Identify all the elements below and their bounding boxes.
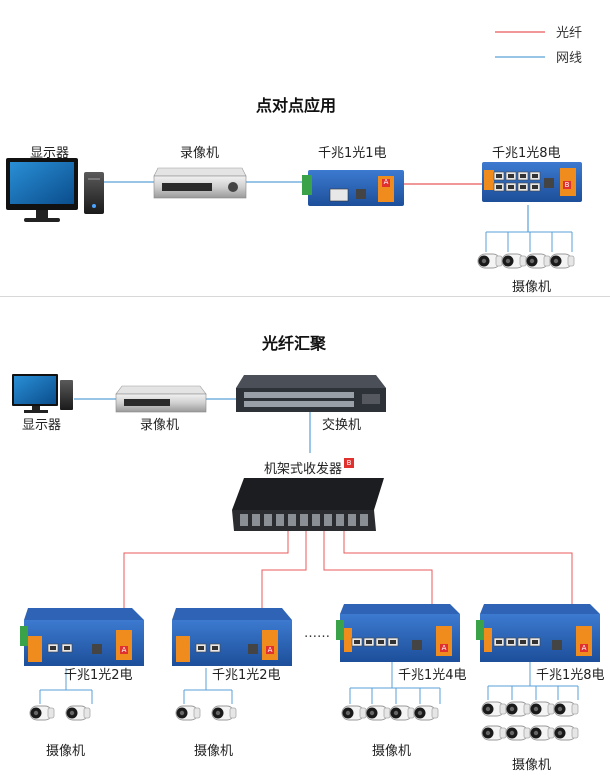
legend-fiber-label: 光纤	[556, 26, 583, 41]
s2-cam-bus-3	[349, 662, 441, 704]
s2-cam-bus-2	[183, 668, 233, 704]
s1-monitor-icon	[6, 158, 104, 222]
s2-unit-1-tag: A	[121, 646, 127, 654]
s1-converter-a-label: 千兆1光1电	[318, 146, 387, 161]
s2-fiber-2	[261, 531, 307, 620]
s2-unit-2-camera-label: 摄像机	[194, 744, 234, 759]
s2-unit-3-tag: A	[441, 644, 447, 652]
s2-unit-2-label: 千兆1光2电	[212, 668, 281, 683]
legend-network-label: 网线	[556, 51, 583, 66]
s2-ellipsis: ……	[304, 626, 330, 641]
s2-switch-icon	[236, 375, 386, 412]
s2-fiber-4	[343, 531, 573, 612]
s1-converter-a-icon	[302, 170, 404, 206]
s2-monitor-label: 显示器	[22, 418, 62, 433]
s2-unit-3-icon	[336, 604, 460, 662]
s2-unit-2-cameras-icon	[175, 705, 237, 721]
s1-cameras-icon	[477, 253, 575, 269]
s1-nvr-icon	[153, 167, 247, 199]
s2-rack-tag: B	[344, 458, 355, 468]
s1-cam-bus	[485, 231, 573, 252]
s1-tag-b: B	[564, 181, 570, 189]
s2-unit-1-label: 千兆1光2电	[64, 668, 133, 683]
s2-nvr-label: 录像机	[140, 418, 180, 433]
s2-unit-3-cameras-icon	[341, 705, 439, 721]
s2-unit-1-icon	[20, 608, 144, 666]
s2-rack-label: 机架式收发器	[264, 462, 343, 477]
s1-nvr-label: 录像机	[180, 146, 220, 161]
s2-cam-bus-1	[39, 668, 93, 704]
s2-rack-transceiver-icon	[232, 478, 384, 531]
s2-unit-4-camera-label: 摄像机	[512, 758, 552, 773]
s2-unit-4-cameras-icon	[481, 701, 579, 741]
s1-switch-b-label: 千兆1光8电	[492, 146, 561, 161]
s1-camera-label: 摄像机	[512, 280, 552, 295]
s2-unit-4-tag: A	[581, 644, 587, 652]
s2-fiber-1	[123, 531, 289, 620]
s2-monitor-icon	[12, 374, 73, 413]
s1-tag-a: A	[383, 178, 389, 186]
s2-unit-2-tag: A	[266, 646, 274, 654]
s2-unit-3-label: 千兆1光4电	[398, 668, 467, 683]
s2-unit-4-label: 千兆1光8电	[536, 668, 605, 683]
section1-title: 点对点应用	[256, 96, 337, 115]
s2-cam-bus-4	[487, 662, 579, 700]
section-divider	[0, 296, 610, 297]
s2-fiber-3	[323, 531, 433, 612]
s2-unit-1-cameras-icon	[29, 705, 91, 721]
s2-unit-3-camera-label: 摄像机	[372, 744, 412, 759]
s2-nvr-icon	[115, 385, 207, 413]
s2-unit-2-icon	[172, 608, 292, 666]
s2-unit-1-camera-label: 摄像机	[46, 744, 86, 759]
s1-monitor-label: 显示器	[30, 146, 70, 161]
s1-switch-b-icon	[482, 162, 582, 202]
s2-switch-label: 交换机	[322, 418, 362, 433]
section2-title: 光纤汇聚	[262, 334, 327, 353]
s2-unit-4-icon	[476, 604, 600, 662]
